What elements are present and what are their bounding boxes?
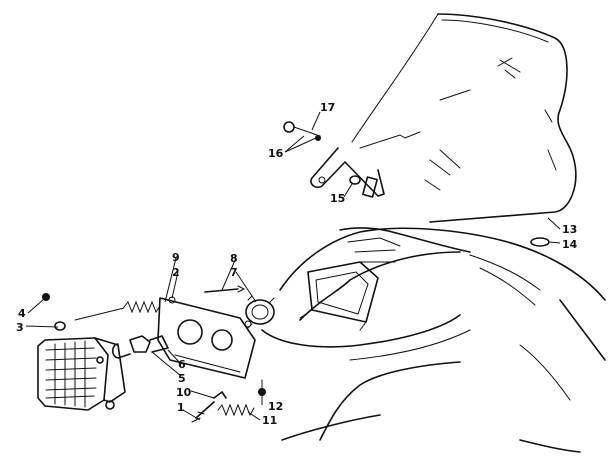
dust-cover	[245, 295, 275, 329]
callout-14: 14	[562, 238, 578, 251]
grommet-left	[54, 321, 66, 331]
hood	[261, 227, 606, 453]
mounting-plate	[157, 296, 256, 379]
callout-13: 13	[562, 223, 577, 236]
callout-labels: 1 2 3 4 5 6 7 8 9 10 11 12 13 14 15 16 1…	[16, 101, 578, 427]
leader-lines	[25, 111, 561, 421]
screw-17	[283, 121, 321, 137]
callout-1: 1	[177, 401, 185, 414]
callout-4: 4	[18, 307, 26, 320]
bracket-lower-small	[213, 391, 227, 399]
callout-17: 17	[320, 101, 335, 114]
nut-right	[258, 379, 266, 396]
spring-upper	[74, 300, 161, 321]
nut-16	[315, 135, 321, 141]
callout-6: 6	[178, 358, 186, 371]
bushing-15	[349, 175, 361, 185]
callout-8: 8	[230, 252, 238, 265]
windshield	[351, 13, 577, 223]
headlight-housing	[37, 337, 126, 411]
windshield-bracket	[310, 147, 385, 198]
adjusting-screw-upper	[204, 285, 246, 293]
callout-3: 3	[16, 321, 24, 334]
callout-5: 5	[178, 372, 186, 385]
washer-14	[530, 237, 550, 247]
callout-7: 7	[230, 266, 238, 279]
callout-10: 10	[176, 386, 192, 399]
callout-2: 2	[172, 266, 180, 279]
callout-15: 15	[330, 192, 345, 205]
spring-lower	[217, 403, 255, 417]
callout-11: 11	[262, 414, 277, 427]
adjusting-screw-lower	[191, 401, 215, 423]
callout-16: 16	[268, 147, 284, 160]
callout-12: 12	[268, 400, 283, 413]
bulb-socket	[111, 335, 169, 359]
callout-9: 9	[172, 251, 180, 264]
